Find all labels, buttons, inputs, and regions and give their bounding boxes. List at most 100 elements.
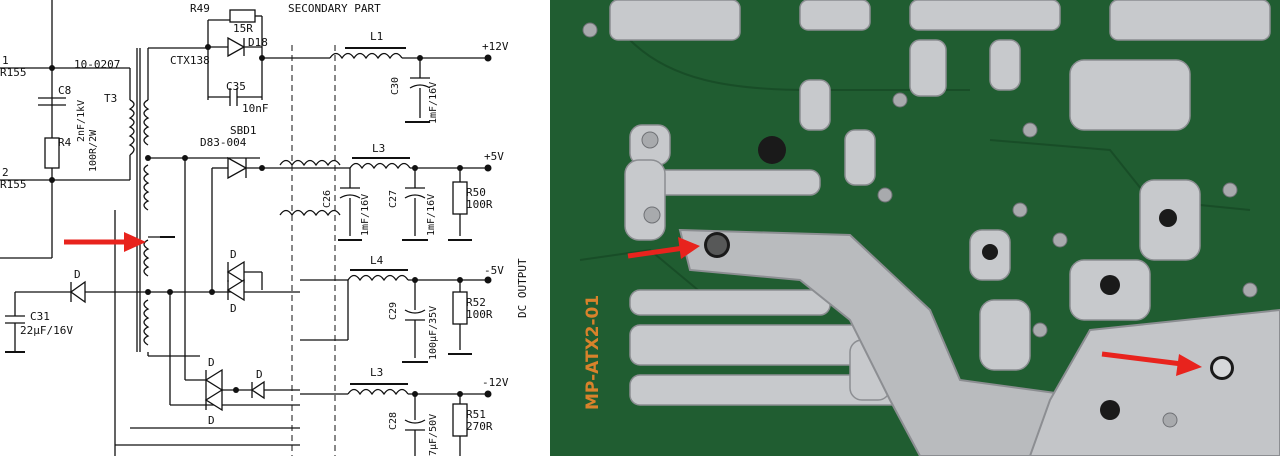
c26-plate-2 xyxy=(339,194,361,199)
sbd1-diode xyxy=(227,156,248,180)
m12-diode-b xyxy=(204,388,223,412)
t3-part: 10-0207 xyxy=(74,58,120,71)
via xyxy=(641,131,659,149)
t3-secondary-coil-3 xyxy=(143,239,150,277)
r52-value: 100R xyxy=(466,308,493,321)
c31-label: C31 xyxy=(30,310,50,323)
t3-secondary-coil-4 xyxy=(143,299,150,346)
m12-diode-c xyxy=(250,380,265,400)
via-hole xyxy=(1100,400,1120,420)
pcb-trace-outline xyxy=(629,39,970,91)
hole-highlight xyxy=(1213,359,1231,377)
c28-value: 7µF/50V xyxy=(428,414,439,456)
m5-diode-label-2: D xyxy=(230,302,237,315)
inductor-l4 xyxy=(347,274,409,282)
junction xyxy=(457,391,463,397)
via xyxy=(1012,202,1028,218)
primary-top-label: 1 xyxy=(2,54,9,67)
c29-label: C29 xyxy=(388,302,399,320)
rail-m12v-label: -12V xyxy=(482,376,509,389)
solder-pad xyxy=(979,299,1031,371)
output-terminal-m5v xyxy=(484,276,492,284)
solder-pad xyxy=(629,324,861,366)
inductor-l3-m12 xyxy=(347,388,409,396)
t3-primary-coil xyxy=(128,99,135,156)
c29-value: 100µF/35V xyxy=(428,306,439,360)
solder-corner-trace xyxy=(1028,308,1280,456)
r51-resistor xyxy=(452,403,468,437)
junction xyxy=(412,165,418,171)
via-hole xyxy=(1159,209,1177,227)
via xyxy=(582,22,598,38)
junction xyxy=(145,155,151,161)
r50-label: R50 xyxy=(466,186,486,199)
r52-label: R52 xyxy=(466,296,486,309)
solder-pad xyxy=(799,0,871,31)
sbd1-part: D83-004 xyxy=(200,136,247,149)
m12-diode-label-3: D xyxy=(208,414,215,427)
c30-label: C30 xyxy=(390,77,401,95)
inductor-l3 xyxy=(349,162,411,170)
solder-pad xyxy=(909,39,947,97)
primary-bottom-sub: R155 xyxy=(0,178,27,191)
c27-label: C27 xyxy=(388,190,399,208)
via-hole xyxy=(1100,275,1120,295)
r4-value: 100R/2W xyxy=(88,129,99,172)
r4-resistor xyxy=(44,137,60,169)
junction xyxy=(259,55,265,61)
solder-pad xyxy=(989,39,1021,91)
via-hole xyxy=(982,244,998,260)
output-terminal-5v xyxy=(484,164,492,172)
c8-value: 2nF/1kV xyxy=(76,100,87,142)
inductor-l1 xyxy=(329,52,403,60)
via xyxy=(1052,232,1068,248)
c35-value: 10nF xyxy=(242,102,269,115)
r50-value: 100R xyxy=(466,198,493,211)
junction xyxy=(412,391,418,397)
c28-plate-1 xyxy=(404,419,426,424)
board-label: MP-ATX2-01 xyxy=(583,295,603,410)
hole-highlight xyxy=(707,235,727,255)
t3-secondary-coil-1 xyxy=(143,99,150,146)
l1-label: L1 xyxy=(370,30,383,43)
junction xyxy=(233,387,239,393)
r51-value: 270R xyxy=(466,420,493,433)
r49-resistor xyxy=(229,9,256,23)
c29-plate-1 xyxy=(404,309,426,314)
via xyxy=(877,187,893,203)
circuit-schematic: SECONDARY PART R49 15R D18 CTX138 C35 10… xyxy=(0,0,529,456)
c30-value: 1mF/16V xyxy=(428,82,439,124)
primary-bottom-label: 2 xyxy=(2,166,9,179)
junction xyxy=(49,65,55,71)
l4-label: L4 xyxy=(370,254,384,267)
junction xyxy=(412,277,418,283)
junction xyxy=(145,289,151,295)
via xyxy=(1242,282,1258,298)
c28-label: C28 xyxy=(388,412,399,430)
c30-plate-2 xyxy=(409,84,431,89)
sbd1-label: SBD1 xyxy=(230,124,257,137)
solder-pad xyxy=(609,0,741,41)
junction xyxy=(457,277,463,283)
t3-label: T3 xyxy=(104,92,117,105)
via xyxy=(1162,412,1178,428)
photo-arrow-right xyxy=(1101,351,1202,376)
output-terminal-m12v xyxy=(484,390,492,398)
schematic-arrow xyxy=(64,232,146,252)
pcb-photo: MP-ATX2-01 xyxy=(550,0,1280,456)
primary-top-sub: R155 xyxy=(0,66,27,79)
c35-label: C35 xyxy=(226,80,246,93)
output-terminal-12v xyxy=(484,54,492,62)
pcb-photo-panel: MP-ATX2-01 xyxy=(550,0,1280,456)
section-header: SECONDARY PART xyxy=(288,2,381,15)
l3-m12-label: L3 xyxy=(370,366,383,379)
via xyxy=(643,206,661,224)
c26-value: 1mF/16V xyxy=(360,194,371,236)
schematic-panel: SECONDARY PART R49 15R D18 CTX138 C35 10… xyxy=(0,0,550,456)
r49-value: 15R xyxy=(233,22,253,35)
solder-pad xyxy=(844,129,876,186)
junction xyxy=(457,165,463,171)
r4-label: R4 xyxy=(58,136,72,149)
rail-m5v-label: -5V xyxy=(484,264,504,277)
m5-diode-a xyxy=(226,260,245,284)
